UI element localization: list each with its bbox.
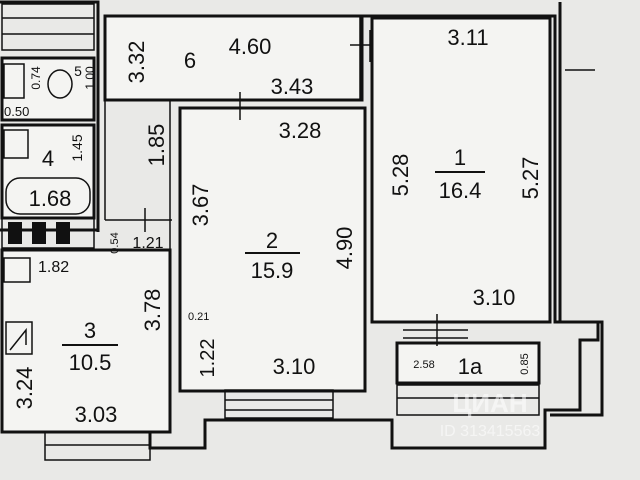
dim-room5-c: 0.50 [4, 104, 29, 119]
dim-room2-top-inner: 3.28 [279, 118, 322, 143]
window-2 [224, 389, 334, 419]
dim-room2-right: 4.90 [332, 227, 357, 270]
dim-room6-top: 4.60 [229, 34, 272, 59]
vent-2 [32, 222, 46, 244]
dim-room3-small: 0.54 [109, 232, 121, 253]
room-1a [395, 341, 541, 385]
room-2 [178, 106, 367, 393]
bathtub-icon [5, 177, 91, 215]
fixture-3 [3, 257, 31, 283]
outer-wall-right [550, 2, 604, 417]
window-1a [396, 384, 540, 416]
dim-room5-b: 1.00 [83, 66, 97, 90]
room-5-number: 5 [74, 63, 82, 79]
dim-room1-bottom: 3.10 [473, 285, 516, 310]
toilet-icon [47, 69, 73, 99]
room-1-number: 1 [454, 145, 466, 170]
watermark-id: ID 313415563 [440, 423, 541, 440]
dim-1a-left: 2.58 [413, 359, 434, 371]
vent-3 [56, 222, 70, 244]
dim-room6-left: 3.32 [124, 41, 149, 84]
dim-room3-left: 3.24 [12, 367, 37, 410]
radiator-symbol [9, 327, 27, 351]
dim-room3-bottom: 3.03 [75, 402, 118, 427]
room-6-number: 6 [184, 48, 196, 73]
room-3-number: 3 [84, 318, 96, 343]
dim-1a-right: 0.85 [519, 353, 531, 374]
dim-room2-left-lower: 1.22 [197, 339, 219, 378]
dim-corridor-bottom: 1.21 [132, 235, 163, 252]
dim-room2-left: 3.67 [188, 184, 213, 227]
watermark: ЦИАН [452, 388, 527, 418]
dim-room4-side: 1.45 [69, 134, 85, 161]
dim-corridor: 1.85 [144, 124, 169, 167]
room-2-area: 15.9 [251, 258, 294, 283]
dim-room5-a: 0.74 [29, 66, 43, 90]
shelf-block [1, 3, 95, 51]
room-2-number: 2 [266, 228, 278, 253]
dim-room2-small: 0.21 [188, 311, 209, 323]
room-3-area: 10.5 [69, 350, 112, 375]
room-1-area: 16.4 [439, 178, 482, 203]
room-4 [0, 123, 96, 220]
fixture-5 [3, 63, 25, 99]
room-1 [370, 16, 552, 324]
dim-room4-bath: 1.68 [29, 186, 72, 211]
room-4-number: 4 [42, 146, 54, 171]
dim-room3-right: 3.78 [140, 289, 165, 332]
vent-1 [8, 222, 22, 244]
dim-room2-bottom: 3.10 [273, 354, 316, 379]
dim-room1-right: 5.27 [518, 157, 543, 200]
dim-room1-top: 3.11 [447, 25, 488, 50]
dim-room2-top: 3.43 [271, 74, 314, 99]
radiator-icon [5, 321, 33, 355]
dim-room1-left: 5.28 [388, 154, 413, 197]
sink-icon [3, 129, 29, 159]
room-1a-number: 1a [458, 354, 483, 379]
dim-room3-top: 1.82 [38, 259, 69, 276]
